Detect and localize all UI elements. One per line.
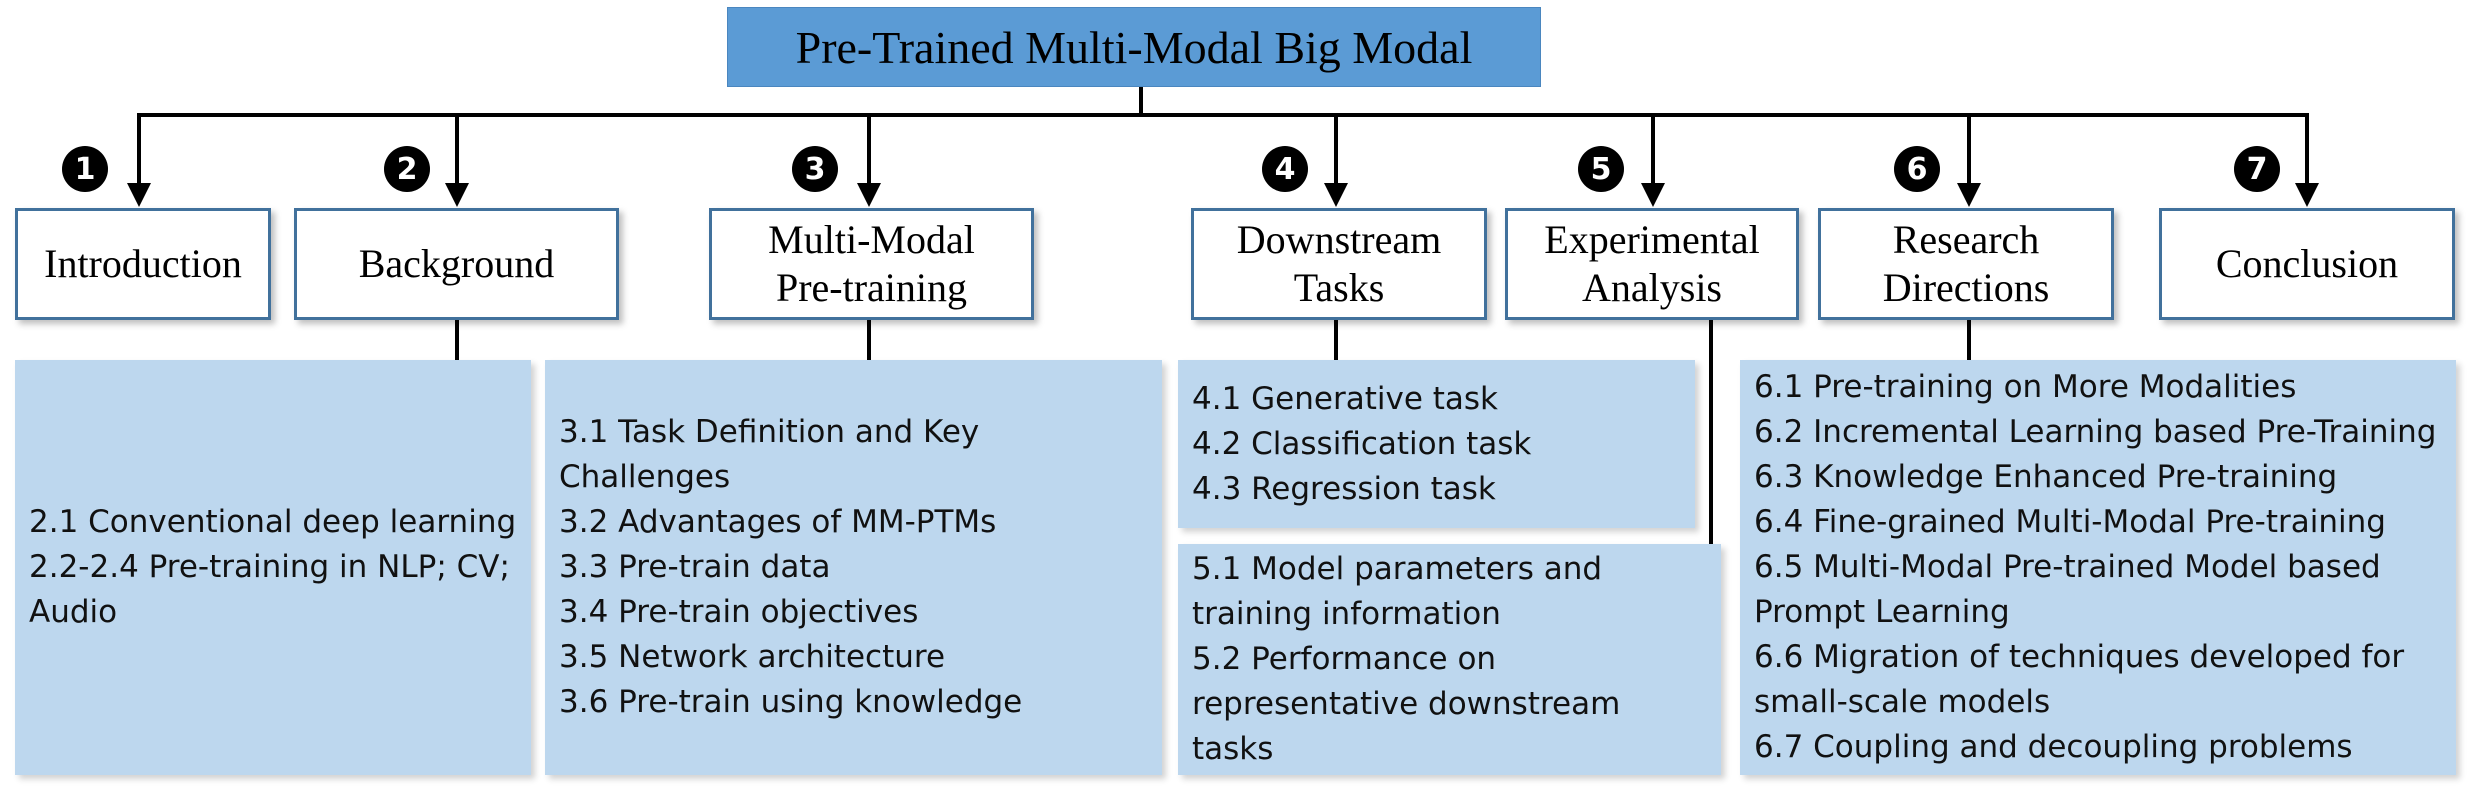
list-item: 3.4 Pre-train objectives [559, 594, 919, 630]
connector-downstream-tasks [1334, 320, 1338, 360]
list-item: 3.6 Pre-train using knowledge [559, 684, 1023, 720]
detail-box-research-directions: 6.1 Pre-training on More Modalities 6.2 … [1740, 360, 2456, 775]
branch-line-4 [1334, 113, 1338, 183]
list-item: 6.2 Incremental Learning based Pre-Train… [1754, 414, 2437, 450]
section-label: Downstream Tasks [1236, 217, 1442, 310]
detail-box-experimental-analysis: 5.1 Model parameters and training inform… [1178, 544, 1721, 775]
branch-line-1 [137, 113, 141, 183]
list-item: 6.4 Fine-grained Multi-Modal Pre-trainin… [1754, 504, 2386, 540]
list-item: 4.3 Regression task [1192, 470, 1496, 507]
section-number-badge-3: 3 [792, 146, 838, 192]
branch-line-5 [1651, 113, 1655, 183]
root-title: Pre-Trained Multi-Modal Big Modal [795, 21, 1473, 73]
list-item: 2.2-2.4 Pre-training in NLP; CV; Audio [29, 549, 510, 630]
branch-line-3 [867, 113, 871, 183]
branch-line-6 [1967, 113, 1971, 183]
list-item: 5.1 Model parameters and training inform… [1192, 551, 1603, 632]
list-item: 3.3 Pre-train data [559, 549, 831, 585]
list-item: 5.2 Performance on representative downst… [1192, 641, 1621, 767]
connector-research-directions [1967, 320, 1971, 360]
detail-box-multi-modal-pre-training: 3.1 Task Definition and Key Challenges 3… [545, 360, 1162, 775]
branch-arrow-1 [127, 183, 151, 207]
branch-line-2 [455, 113, 459, 183]
branch-arrow-2 [445, 183, 469, 207]
branch-bus [137, 113, 2307, 117]
root-stem [1139, 87, 1143, 115]
list-item: 6.7 Coupling and decoupling problems [1754, 729, 2353, 765]
list-item: 6.5 Multi-Modal Pre-trained Model based … [1754, 549, 2381, 630]
connector-background [455, 320, 459, 360]
section-number-badge-2: 2 [384, 146, 430, 192]
section-box-introduction: Introduction [15, 208, 271, 320]
list-item: 3.2 Advantages of MM-PTMs [559, 504, 997, 540]
section-box-experimental-analysis: Experimental Analysis [1505, 208, 1799, 320]
section-box-background: Background [294, 208, 619, 320]
section-number-badge-4: 4 [1262, 146, 1308, 192]
branch-arrow-4 [1324, 183, 1348, 207]
detail-box-downstream-tasks: 4.1 Generative task 4.2 Classification t… [1178, 360, 1695, 528]
branch-line-7 [2305, 113, 2309, 183]
list-item: 6.6 Migration of techniques developed fo… [1754, 639, 2405, 720]
section-label: Experimental Analysis [1544, 217, 1760, 310]
branch-arrow-7 [2295, 183, 2319, 207]
list-item: 6.3 Knowledge Enhanced Pre-training [1754, 459, 2338, 495]
section-number-badge-6: 6 [1894, 146, 1940, 192]
list-item: 2.1 Conventional deep learning [29, 504, 517, 540]
list-item: 4.2 Classification task [1192, 425, 1532, 462]
section-number-badge-1: 1 [62, 146, 108, 192]
list-item: 6.1 Pre-training on More Modalities [1754, 369, 2297, 405]
list-item: 4.1 Generative task [1192, 380, 1499, 417]
section-box-downstream-tasks: Downstream Tasks [1191, 208, 1487, 320]
branch-arrow-5 [1641, 183, 1665, 207]
connector-multi-modal-pre-training [867, 320, 871, 360]
section-label: Research Directions [1882, 217, 2050, 310]
root-title-box: Pre-Trained Multi-Modal Big Modal [727, 7, 1541, 87]
detail-box-background: 2.1 Conventional deep learning 2.2-2.4 P… [15, 360, 531, 775]
list-item: 3.1 Task Definition and Key Challenges [559, 414, 980, 495]
list-item: 3.5 Network architecture [559, 639, 946, 675]
section-label: Background [358, 241, 555, 286]
section-box-conclusion: Conclusion [2159, 208, 2455, 320]
connector-experimental-analysis [1709, 320, 1713, 544]
section-number-badge-7: 7 [2234, 146, 2280, 192]
section-box-multi-modal-pre-training: Multi-Modal Pre-training [709, 208, 1034, 320]
section-label: Multi-Modal Pre-training [768, 217, 975, 310]
section-label: Introduction [44, 241, 242, 286]
branch-arrow-6 [1957, 183, 1981, 207]
section-number-badge-5: 5 [1578, 146, 1624, 192]
section-box-research-directions: Research Directions [1818, 208, 2114, 320]
section-label: Conclusion [2215, 241, 2399, 286]
branch-arrow-3 [857, 183, 881, 207]
